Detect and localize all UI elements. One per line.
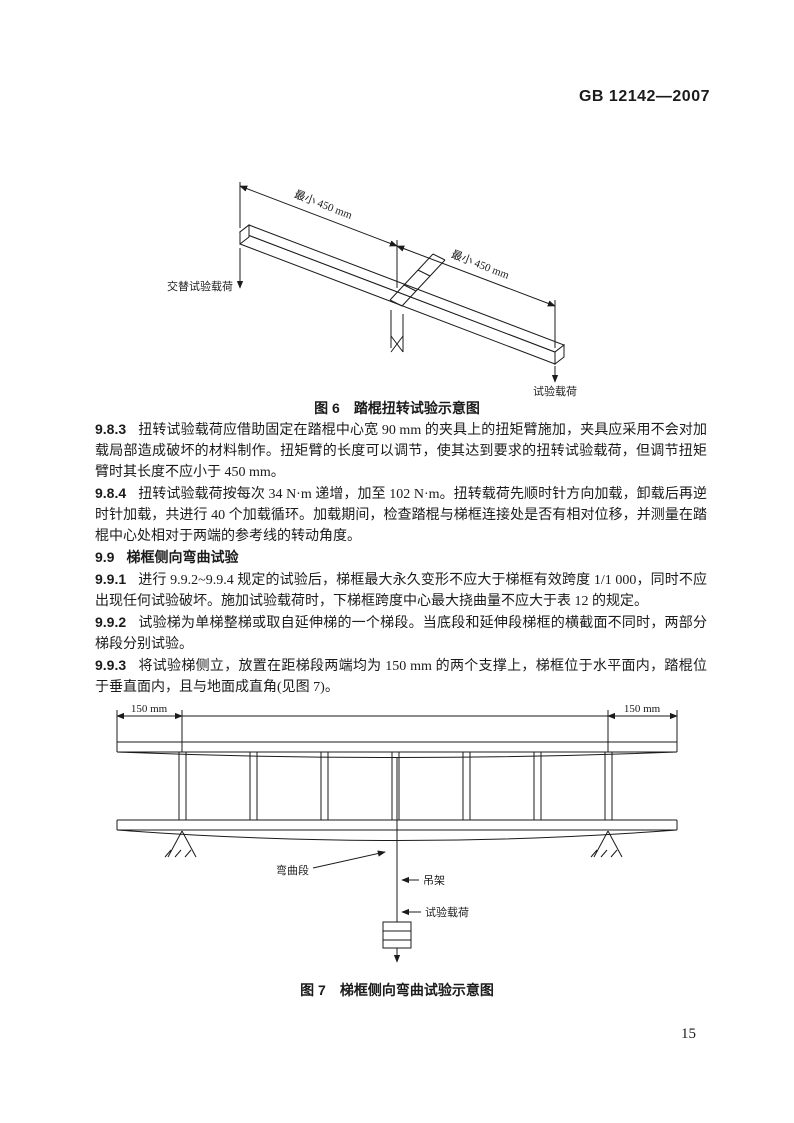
figure7-bending-label: 弯曲段	[276, 863, 309, 877]
clause-text: 扭转试验载荷应借助固定在踏棍中心宽 90 mm 的夹具上的扭矩臂施加，夹具应采用…	[95, 423, 707, 480]
clause-number: 9.9	[95, 549, 115, 565]
hanger-assembly: 吊架 试验载荷	[382, 757, 469, 963]
clause-text: 将试验梯侧立，放置在距梯段两端均为 150 mm 的两个支撑上，梯框位于水平面内…	[95, 659, 707, 695]
figure7-test-load-label: 试验载荷	[425, 905, 469, 919]
page-number: 15	[681, 1026, 696, 1042]
figure7-diagram: 150 mm 150 mm 弯曲段	[87, 700, 707, 975]
dimension-lines: 150 mm 150 mm	[116, 703, 678, 752]
figure7-caption: 图 7 梯框侧向弯曲试验示意图	[300, 982, 494, 998]
rung-beam	[238, 223, 566, 366]
support-left	[164, 830, 197, 858]
clause-number: 9.9.2	[95, 614, 127, 630]
figure6-test-load-label: 试验载荷	[533, 384, 577, 398]
alternating-load-arrow: 交替试验载荷	[167, 248, 244, 293]
bending-section-callout: 弯曲段	[276, 850, 386, 877]
clause-number: 9.9.1	[95, 571, 127, 587]
clause-text: 扭转试验载荷按每次 34 N·m 递增，加至 102 N·m。扭转载荷先顺时针方…	[95, 487, 707, 544]
figure6-alternating-load-label: 交替试验载荷	[167, 279, 233, 293]
figure7-dim-left-label: 150 mm	[131, 703, 168, 715]
figure7-dim-right-label: 150 mm	[624, 703, 661, 715]
test-load-arrow: 试验载荷	[533, 366, 577, 398]
clause-text: 试验梯为单梯整梯或取自延伸梯的一个梯段。当底段和延伸段梯框的横截面不同时，两部分…	[95, 616, 707, 652]
clause-number: 9.8.4	[95, 485, 127, 501]
figure7-hanger-label: 吊架	[423, 874, 445, 887]
figure6-caption: 图 6 踏棍扭转试验示意图	[314, 400, 480, 416]
figure6-svg: 最小 450 mm 最小 450 mm 交替试验载荷 试验载荷	[167, 182, 577, 398]
support-right	[590, 830, 623, 858]
clause-heading-text: 梯框侧向弯曲试验	[126, 549, 239, 565]
figure6-diagram: 最小 450 mm 最小 450 mm 交替试验载荷 试验载荷	[155, 140, 655, 398]
clause-number: 9.8.3	[95, 421, 127, 437]
standard-code: GB 12142—2007	[578, 88, 710, 105]
test-weight	[382, 921, 412, 949]
clause-9-9-heading: 9.9 梯框侧向弯曲试验	[95, 547, 707, 569]
figure6-dim1-label: 最小 450 mm	[292, 188, 354, 222]
figure7-svg: 150 mm 150 mm 弯曲段	[116, 703, 678, 963]
clause-number: 9.9.3	[95, 657, 127, 673]
clause-text: 进行 9.9.2~9.9.4 规定的试验后，梯框最大永久变形不应大于梯框有效跨度…	[95, 573, 707, 609]
figure6-dim2-label: 最小 450 mm	[449, 248, 511, 282]
